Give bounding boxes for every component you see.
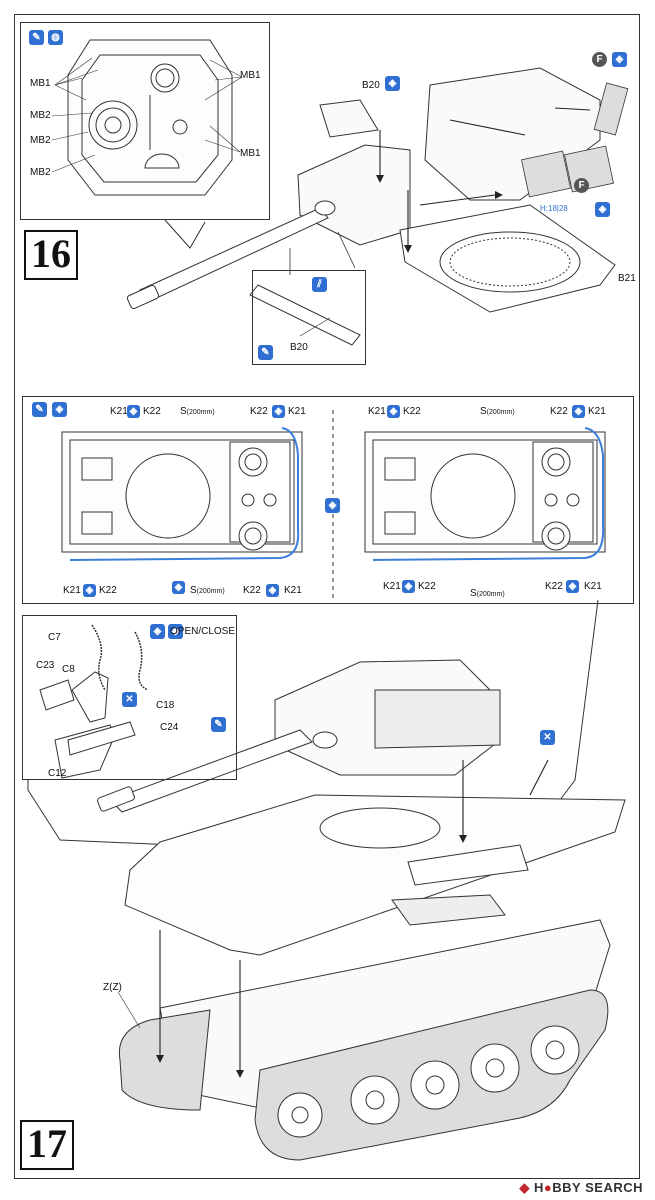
symmetric-parts-icon: ◈: [150, 624, 165, 639]
brand-text-b: BBY SEARCH: [552, 1180, 643, 1195]
symmetric-parts-icon: ◈: [127, 405, 140, 418]
s-unit: (200mm): [196, 588, 225, 595]
label-mb1-right-top: MB1: [240, 70, 261, 81]
label-mb2-1: MB2: [30, 110, 51, 121]
label-s-bottom-right: S(200mm): [470, 588, 505, 599]
label-b20-inset: B20: [290, 342, 308, 353]
symmetric-parts-icon: ◈: [168, 624, 183, 639]
label-b20-top: B20: [362, 80, 380, 91]
label-k21-lb2: K21: [383, 581, 401, 592]
label-c18: C18: [156, 700, 175, 711]
symmetric-parts-icon: ◈: [402, 580, 415, 593]
cement-icon: ✎: [29, 30, 44, 45]
symmetric-parts-icon: ◈: [387, 405, 400, 418]
step17-detail-inset: [22, 615, 237, 780]
brand-o-icon: ●: [543, 1180, 553, 1195]
label-mb1-left: MB1: [30, 78, 51, 89]
cement-icon: ✎: [211, 717, 226, 732]
instruction-page-frame: [14, 14, 640, 1179]
symmetric-parts-icon: ◈: [385, 76, 400, 91]
step-number-16: 16: [24, 230, 78, 280]
glue-icon: ◍: [48, 30, 63, 45]
s-unit: (200mm): [476, 591, 505, 598]
mirror-icon: ✕: [540, 730, 555, 745]
label-mb1-right-bottom: MB1: [240, 148, 261, 159]
label-k21-lt: K21: [110, 406, 128, 417]
s-unit: (200mm): [186, 409, 215, 416]
label-b21: B21: [618, 273, 636, 284]
symmetric-parts-icon: ◈: [272, 405, 285, 418]
label-k21-rb2: K21: [584, 581, 602, 592]
label-k21-rt: K21: [288, 406, 306, 417]
label-k22-lb: K22: [99, 585, 117, 596]
s-letter: S: [480, 406, 487, 417]
step-number-17: 17: [20, 1120, 74, 1170]
label-k22-lb2: K22: [418, 581, 436, 592]
label-mb2-2: MB2: [30, 135, 51, 146]
label-k21-lb: K21: [63, 585, 81, 596]
label-k22-lt2: K22: [403, 406, 421, 417]
s-letter: S: [190, 585, 197, 596]
label-s-bottom-left: S(200mm): [190, 585, 225, 596]
label-k22-lt: K22: [143, 406, 161, 417]
scale-indicator: H:18|28: [540, 204, 568, 213]
label-c8: C8: [62, 664, 75, 675]
brand-text-a: H: [534, 1180, 544, 1195]
hobby-search-watermark: ◆ H●BBY SEARCH: [519, 1180, 643, 1196]
label-k22-rt: K22: [250, 406, 268, 417]
label-c23: C23: [36, 660, 55, 671]
label-mb2-3: MB2: [30, 167, 51, 178]
f-marker-icon: F: [574, 178, 589, 193]
label-s-top-right: S(200mm): [480, 406, 515, 417]
symmetric-parts-icon: ◈: [325, 498, 340, 513]
label-k22-rt2: K22: [550, 406, 568, 417]
brand-mark: ◆: [519, 1180, 530, 1195]
symmetric-parts-icon: ◈: [266, 584, 279, 597]
label-k21-lt2: K21: [368, 406, 386, 417]
scale-b: 28: [558, 204, 568, 213]
label-k21-rb: K21: [284, 585, 302, 596]
s-letter: S: [180, 406, 187, 417]
scale-prefix: H:: [540, 204, 548, 213]
label-k22-rb: K22: [243, 585, 261, 596]
label-k22-rb2: K22: [545, 581, 563, 592]
s-letter: S: [470, 588, 477, 599]
symmetric-parts-icon: ◈: [566, 580, 579, 593]
label-c7: C7: [48, 632, 61, 643]
file-icon: ⫽: [312, 277, 327, 292]
label-zz: Z(Z): [103, 982, 122, 993]
cement-icon: ✎: [258, 345, 273, 360]
symmetric-parts-icon: ◈: [595, 202, 610, 217]
wiring-diagram-box: [22, 396, 634, 604]
label-c24: C24: [160, 722, 179, 733]
mirror-icon: ✕: [122, 692, 137, 707]
label-open-close: OPEN/CLOSE: [170, 626, 236, 637]
symmetric-parts-icon: ◈: [172, 581, 185, 594]
s-unit: (200mm): [486, 409, 515, 416]
symmetric-parts-icon: ◈: [52, 402, 67, 417]
f-marker-icon: F: [592, 52, 607, 67]
label-c12: C12: [48, 768, 67, 779]
b20-detail-inset: [252, 270, 366, 365]
cement-icon: ✎: [32, 402, 47, 417]
label-s-top-left: S(200mm): [180, 406, 215, 417]
label-k21-rt2: K21: [588, 406, 606, 417]
scale-a: 18: [548, 204, 557, 213]
symmetric-parts-icon: ◈: [83, 584, 96, 597]
symmetric-parts-icon: ◈: [612, 52, 627, 67]
symmetric-parts-icon: ◈: [572, 405, 585, 418]
